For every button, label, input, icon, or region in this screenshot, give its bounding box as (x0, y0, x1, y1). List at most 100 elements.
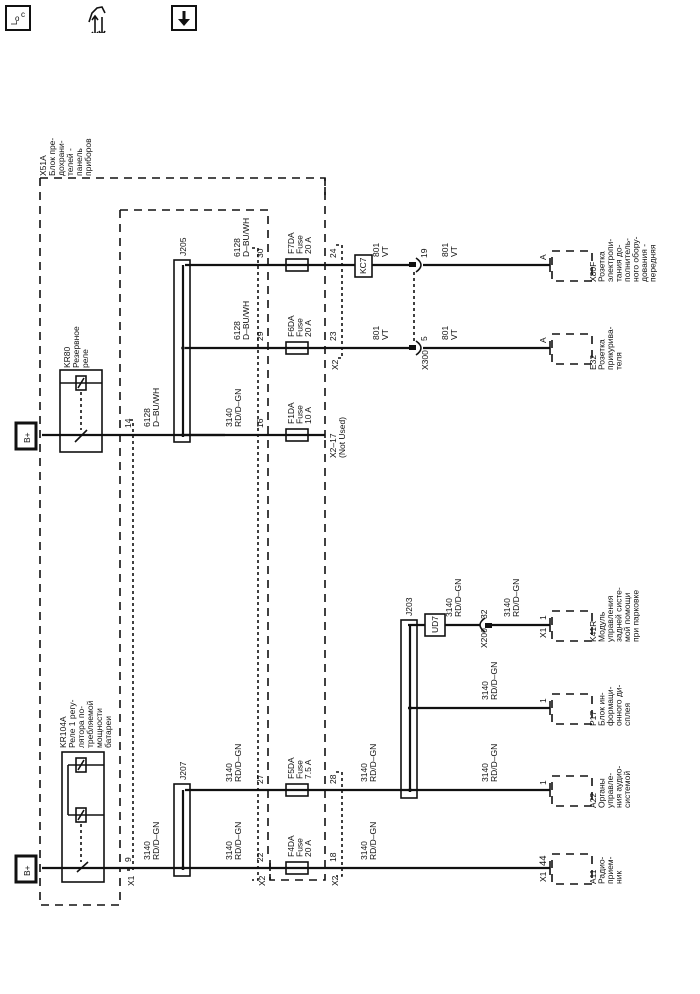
pin-label: 44 (538, 855, 549, 866)
connector-x2-inner-bracket (252, 247, 259, 881)
connector-label: X2–17(Not Used) (328, 417, 347, 458)
fuse-f1da: F1DAFuse10 A (285, 402, 313, 442)
pin-label: 19 (419, 248, 429, 258)
svg-text:A11Радио-прием-ник: A11Радио-прием-ник (588, 856, 624, 884)
connector-label: X2 (330, 875, 340, 886)
splice-j203: J203 (400, 597, 418, 799)
download-button[interactable] (171, 5, 197, 31)
svg-text:E32Розеткаприкурива-теля: E32Розеткаприкурива-теля (588, 326, 624, 370)
wire-label: 3140RD/D–GN (480, 662, 499, 700)
wire-label: 3140RD/D–GN (480, 744, 499, 782)
pin-label: 1 (538, 615, 548, 620)
fuse-block-label: X51AБлок пре-дохрани-телей -панельприбор… (38, 138, 93, 176)
svg-text:F4DAFuse20 A: F4DAFuse20 A (286, 835, 313, 857)
svg-text:KR80Резервноереле: KR80Резервноереле (62, 326, 90, 368)
svg-text:A22Органыуправле-ния аудио-сис: A22Органыуправле-ния аудио-системой (588, 766, 632, 808)
svg-text:c: c (21, 10, 25, 19)
loc-icon: L o c (10, 10, 25, 25)
b-plus-source-bottom: B+ (14, 854, 38, 884)
wire-label: 3140RD/D–GN (142, 822, 161, 860)
svg-text:L: L (10, 20, 19, 25)
component-locator-button[interactable] (85, 5, 125, 33)
wire-label: 801VT (371, 326, 390, 340)
inner-box-outline (120, 209, 269, 860)
component-k41r: K41RМодульуправлениязадней систе-мой пом… (549, 587, 641, 642)
svg-text:P17Блок ин-формаци-онного ди-с: P17Блок ин-формаци-онного ди-сплея (588, 684, 632, 726)
connector-label: X1 (126, 875, 136, 886)
pin-label: 18 (328, 852, 338, 862)
svg-text:F5DAFuse7.5 A: F5DAFuse7.5 A (286, 757, 313, 779)
connector-label: X1 (538, 871, 548, 882)
pin-label: 9 (123, 857, 133, 862)
inline-connector-x300 (409, 257, 422, 356)
pin-label: 14 (123, 418, 133, 428)
wire-label: 3140RD/D–GN (359, 822, 378, 860)
wire-label: 3140RD/D–GN (444, 579, 463, 617)
splice-j207: J207 (173, 761, 191, 877)
wire-label: 3140RD/D–GN (224, 389, 243, 427)
pin-label: 23 (328, 331, 338, 341)
pin-label: 32 (479, 609, 489, 619)
fuse-f4da: F4DAFuse20 A (285, 835, 313, 875)
pin-label: 24 (328, 248, 338, 258)
wire-label: 3140RD/D–GN (224, 744, 243, 782)
relay-kr80: KR80Резервноереле (59, 326, 103, 453)
pin-label: 1 (538, 698, 548, 703)
wire-label: 3140RD/D–GN (359, 744, 378, 782)
connector-x1-bracket (125, 419, 134, 871)
svg-text:X80FРозеткаэлектропи-тания до-: X80FРозеткаэлектропи-тания до-полнитель-… (588, 236, 658, 282)
pin-label: A (538, 254, 548, 260)
component-wrench-icon (88, 6, 106, 33)
pin-label: A (538, 337, 548, 343)
component-a22: A22Органыуправле-ния аудио-системой (549, 766, 632, 808)
svg-text:UD7: UD7 (430, 616, 440, 633)
connector-label: X2 (330, 359, 340, 370)
wire-label: 3140RD/D–GN (224, 822, 243, 860)
component-e32: E32Розеткаприкурива-теля (549, 326, 624, 370)
component-x80f: X80FРозеткаэлектропи-тания до-полнитель-… (549, 236, 658, 282)
connector-x2-top-bracket (336, 244, 343, 359)
b-plus-source-top: B+ (14, 421, 38, 451)
splice-j205: J205 (173, 237, 191, 443)
svg-text:KR104AРеле 1 регу-лятора по-тр: KR104AРеле 1 регу-лятора по-требляемоймо… (58, 699, 113, 748)
download-arrow-icon (178, 11, 190, 26)
connector-kc7: KC7 (354, 254, 373, 278)
pin-label: 16 (255, 418, 265, 428)
svg-text:K41RМодульуправлениязадней сис: K41RМодульуправлениязадней систе-мой пом… (588, 587, 641, 642)
pin-label: 28 (328, 774, 338, 784)
svg-text:KC7: KC7 (358, 257, 368, 274)
pin-label: 22 (255, 852, 265, 862)
pin-label: 30 (255, 248, 265, 258)
pin-label: 29 (255, 331, 265, 341)
svg-text:J205: J205 (178, 237, 188, 256)
connector-x2-bottom-bracket (336, 771, 343, 877)
svg-text:o: o (15, 14, 20, 23)
inline-connector-x200 (479, 617, 492, 633)
svg-text:B+: B+ (22, 865, 32, 876)
wire-label: 801VT (440, 326, 459, 340)
connector-label: X1 (538, 627, 548, 638)
connector-label: X200 (479, 628, 489, 648)
wire-label: 801VT (440, 243, 459, 257)
loc-button[interactable]: L o c (5, 5, 31, 31)
component-p17: P17Блок ин-формаци-онного ди-сплея (549, 684, 632, 726)
svg-text:J203: J203 (404, 597, 414, 616)
fuse-f5da: F5DAFuse7.5 A (285, 757, 313, 797)
fuse-f7da: F7DAFuse20 A (285, 232, 313, 272)
relay-kr104a: KR104AРеле 1 регу-лятора по-требляемоймо… (58, 699, 113, 883)
connector-label: X2 (257, 875, 267, 886)
wire-label: 6128D–BU/WH (232, 218, 251, 257)
pin-label: 27 (255, 774, 265, 784)
wire-label: 6128D–BU/WH (232, 301, 251, 340)
fuse-f6da: F6DAFuse20 A (285, 315, 313, 355)
svg-text:J207: J207 (178, 761, 188, 780)
wire-label: 3140RD/D–GN (502, 579, 521, 617)
svg-text:F7DAFuse20 A: F7DAFuse20 A (286, 232, 313, 254)
connector-label: X300 (420, 350, 430, 370)
connector-ud7: UD7 (424, 613, 446, 637)
wire-label: 801VT (371, 243, 390, 257)
wire-label: 6128D–BU/WH (142, 388, 161, 427)
svg-text:B+: B+ (22, 432, 32, 443)
pin-label: 1 (538, 780, 548, 785)
pin-label: 5 (419, 336, 429, 341)
